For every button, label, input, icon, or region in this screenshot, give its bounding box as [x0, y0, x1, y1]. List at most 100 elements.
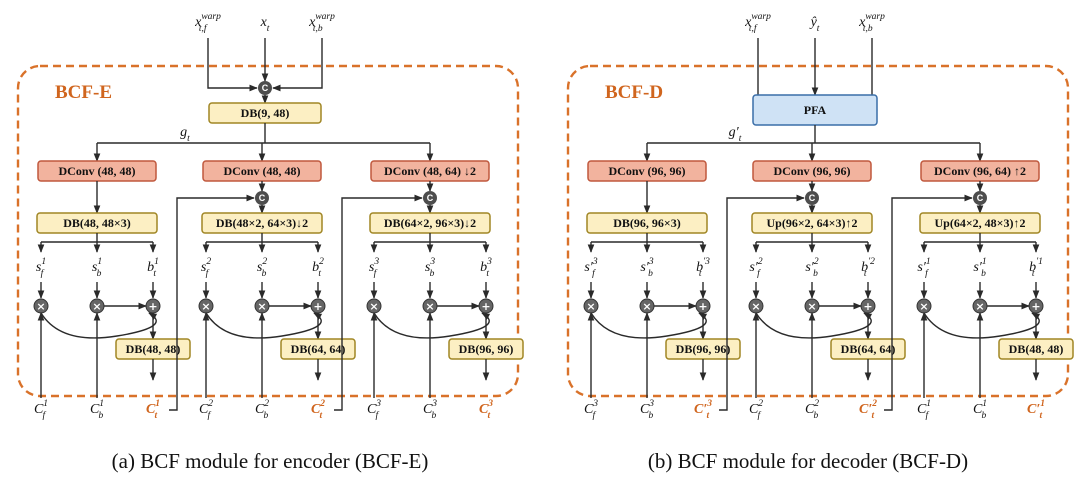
op-symbol: +	[313, 300, 322, 313]
op-symbol: ×	[642, 300, 651, 313]
symbol-base: x	[260, 15, 268, 30]
symbol-sub: t	[267, 24, 270, 34]
symbol-base: b	[861, 260, 868, 275]
symbol-base: s′	[805, 260, 814, 275]
add-icon: +	[860, 298, 876, 314]
symbol-base: b	[480, 260, 487, 275]
symbol-base: C	[423, 402, 433, 417]
out-db-block: DB(48, 48)	[998, 338, 1074, 360]
dconv-block-label: DConv (96, 64) ↑2	[934, 164, 1026, 178]
symbol-base: C	[367, 402, 377, 417]
symbol-base: C	[311, 402, 321, 417]
symbol-sup: ′2	[868, 257, 875, 267]
symbol-sup: 3	[648, 257, 654, 267]
symbol-sup: 1	[926, 257, 931, 267]
add-icon: +	[478, 298, 494, 314]
op-symbol: ×	[586, 300, 595, 313]
symbol-base: b	[312, 260, 319, 275]
caption-b: (b) BCF module for decoder (BCF-D)	[648, 449, 968, 473]
symbol-sup: warp	[751, 12, 771, 22]
symbol-base: C′	[694, 402, 707, 417]
db-block: Up(64×2, 48×3)↑2	[919, 212, 1041, 234]
op-symbol: ×	[807, 300, 816, 313]
multiply-icon: ×	[198, 298, 214, 314]
module-title: BCF-E	[55, 82, 112, 103]
out-db-block: DB(64, 64)	[280, 338, 356, 360]
symbol-base: s′	[640, 260, 649, 275]
symbol-sub: t,b	[313, 24, 323, 34]
skip-concat: C	[973, 191, 987, 205]
symbol-base: C	[805, 402, 815, 417]
symbol-sub: t	[739, 134, 742, 144]
op-symbol: ×	[919, 300, 928, 313]
symbol-base: x	[858, 15, 866, 30]
db-block-label: Up(64×2, 48×3)↑2	[934, 216, 1025, 230]
symbol-base: g′	[729, 125, 740, 140]
pfa-block-label: PFA	[804, 103, 827, 117]
module-title: BCF-D	[605, 82, 663, 103]
dconv-block: DConv (48, 48)	[202, 160, 322, 182]
dconv-block: DConv (48, 48)	[37, 160, 157, 182]
symbol-sup: 1	[155, 399, 160, 409]
out-db-block-label: DB(64, 64)	[841, 342, 896, 356]
db-block-label: DB(64×2, 96×3)↓2	[384, 216, 476, 230]
op-symbol: ×	[369, 300, 378, 313]
symbol-base: s′	[973, 260, 982, 275]
input-2: xt	[260, 15, 270, 34]
symbol-sup: 2	[758, 257, 763, 267]
symbol-sub: t	[707, 411, 710, 421]
feature-label-g: g′t	[729, 125, 742, 144]
symbol-sub: t	[488, 411, 491, 421]
symbol-sub: b	[432, 411, 437, 421]
symbol-sub: b	[981, 269, 986, 279]
symbol-sup: 1	[97, 257, 102, 267]
db-block: DB(48×2, 64×3)↓2	[201, 212, 323, 234]
symbol-sub: f	[925, 268, 929, 279]
symbol-sub: f	[593, 410, 597, 421]
symbol-sup: 2	[814, 257, 819, 267]
symbol-base: x	[194, 15, 202, 30]
input-2: ŷt	[809, 15, 820, 34]
symbol-base: x	[744, 15, 752, 30]
symbol-sub: f	[758, 410, 762, 421]
symbol-base: C	[973, 402, 983, 417]
symbol-sub: b	[262, 269, 267, 279]
symbol-sub: b	[813, 269, 818, 279]
symbol-sup: 2	[319, 399, 325, 409]
skip-concat: C	[805, 191, 819, 205]
op-symbol: ×	[201, 300, 210, 313]
symbol-sup: ′3	[703, 257, 710, 267]
concat-symbol: C	[262, 83, 269, 93]
symbol-base: s′	[749, 260, 758, 275]
concat-symbol: C	[427, 193, 434, 203]
symbol-sup: 1	[926, 399, 931, 409]
dconv-block-label: DConv (96, 96)	[774, 164, 851, 178]
symbol-base: C	[479, 402, 489, 417]
db-block-label: DB(48×2, 64×3)↓2	[216, 216, 308, 230]
feed-to-next-branch	[334, 194, 423, 411]
multiply-icon: ×	[583, 298, 599, 314]
add-icon: +	[145, 298, 161, 314]
concat-circle	[258, 81, 272, 95]
op-symbol: ×	[425, 300, 434, 313]
symbol-sub: f	[206, 268, 210, 279]
